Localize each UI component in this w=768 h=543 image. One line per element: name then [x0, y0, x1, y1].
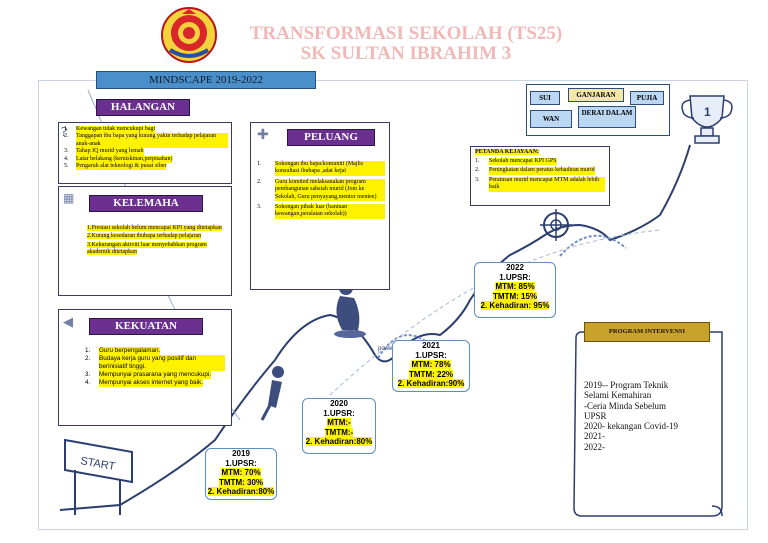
program-heading: PROGRAM INTERVENSI — [584, 322, 710, 342]
list-item: 1.Kewangan tidak mencukupi bagi — [64, 126, 156, 134]
school-logo — [160, 6, 218, 64]
program-scroll — [573, 331, 723, 517]
peluang-heading: PELUANG — [287, 129, 375, 146]
program-list: 2019-- Program Teknik Selami Kemahiran -… — [584, 380, 724, 452]
puzzle-icon: ✚ — [257, 128, 269, 143]
program-line: -Ceria Minda Sebelum — [584, 400, 666, 411]
program-line: Selami Kemahiran — [584, 390, 652, 401]
stat-2020: 2020 1.UPSR: MTM:- TMTM:- 2. Kehadiran:8… — [302, 398, 376, 454]
list-item: 1.Guru berpengalaman. — [85, 347, 161, 355]
page-title: TRANSFORMASI SEKOLAH (TS25) SK SULTAN IB… — [222, 24, 590, 64]
list-item: 4.Latar belakang (kemiskinan,perpisahan) — [64, 155, 173, 164]
award-sui: SUI — [530, 91, 560, 105]
petanda-heading: PETANDA KEJAYAAN: — [475, 149, 539, 155]
title-line-2: SK SULTAN IBRAHIM 3 — [300, 43, 512, 64]
program-line: 2022- — [584, 441, 605, 452]
list-item: 2.Peningkatan dalam peratus kehadiran mu… — [475, 167, 595, 175]
award-wan: WAN — [530, 110, 572, 128]
petanda-box: PETANDA KEJAYAAN: 1.Sekolah mencapai KPI… — [470, 146, 610, 206]
kelemahan-heading: KELEMAHA — [89, 195, 203, 212]
list-item: 2.Budaya kerja guru yang positif dan ber… — [85, 355, 225, 371]
megaphone-icon: ◀ — [63, 314, 73, 329]
list-item: 4.Mempunyai akses internet yang baik. — [85, 379, 203, 387]
halangan-box: ? 1.Kewangan tidak mencukupi bagi 2.Tang… — [58, 122, 232, 184]
list-item: 1.Sokongan ibu bapa/komuniti (Majlis kon… — [257, 161, 385, 176]
program-line: 2019-- Program Teknik — [584, 380, 669, 390]
award-derai-dalam: DERAI DALAM — [578, 106, 636, 128]
mindscape-label: MINDSCAPE 2019-2022 — [96, 71, 316, 89]
petanda-list: 1.Sekolah mencapai KPI GPS 2.Peningkatan… — [475, 158, 605, 192]
program-line: 2021- — [584, 431, 605, 442]
title-line-1: TRANSFORMASI SEKOLAH (TS25) — [249, 23, 563, 44]
question-icon: ? — [61, 125, 68, 140]
halangan-heading: HALANGAN — [96, 99, 190, 116]
kelemahan-box: ▦ KELEMAHA 1.Prestasi sekolah belum menc… — [58, 186, 232, 296]
blocks-icon: ▦ — [63, 191, 75, 205]
kelemahan-list: 1.Prestasi sekolah belum mencapai KPI ya… — [87, 225, 227, 257]
list-item: 2.Tanggapan ibu bapa yang kurang yakin t… — [64, 133, 228, 149]
list-item: 1.Sekolah mencapai KPI GPS — [475, 158, 557, 166]
kekuatan-heading: KEKUATAN — [89, 318, 203, 335]
program-line: UPSR — [584, 410, 607, 421]
list-item: 3.Tahap IQ murid yang lemah — [64, 148, 144, 156]
list-item: 1.Prestasi sekolah belum mencapai KPI ya… — [87, 225, 222, 231]
list-item: 5.Pengaruh alat teknologi & pusat siber — [64, 163, 167, 171]
stat-2021: 2021 1.UPSR: MTM: 78% TMTM: 22% 2. Kehad… — [392, 340, 470, 392]
halangan-list: 1.Kewangan tidak mencukupi bagi 2.Tangga… — [64, 126, 228, 171]
list-item: 3.Mempunyai prasarana yang mencukupi. — [85, 371, 212, 379]
list-item: 2.Guru komited melaksanakan program pemb… — [257, 178, 385, 202]
kekuatan-box: ◀ KEKUATAN 1.Guru berpengalaman. 2.Buday… — [58, 309, 232, 426]
list-item: 3.Peratusan murid mencapai MTM adalah le… — [475, 176, 605, 192]
peluang-list: 1.Sokongan ibu bapa/komuniti (Majlis kon… — [257, 161, 385, 219]
list-item: 2.Kurang kesedaran ibubapa terhadap pela… — [87, 233, 202, 240]
list-item: 3.Kekurangan aktiviti luar menyebabkan p… — [87, 241, 207, 256]
peluang-box: ✚ PELUANG 1.Sokongan ibu bapa/komuniti (… — [250, 122, 390, 290]
list-item: 3.Sokongan pihak luar (bantuan kewangan,… — [257, 204, 385, 219]
stat-2022: 2022 1.UPSR: MTM: 85% TMTM: 15% 2. Kehad… — [474, 262, 556, 318]
kekuatan-list: 1.Guru berpengalaman. 2.Budaya kerja gur… — [85, 347, 225, 387]
program-line: 2020- kekangan Covid-19 — [584, 421, 678, 432]
award-pujia: PUJIA — [630, 91, 664, 105]
award-ganjaran: GANJARAN — [568, 88, 624, 102]
stat-2019: 2019 1.UPSR: MTM: 70% TMTM: 30% 2. Kehad… — [205, 448, 277, 500]
